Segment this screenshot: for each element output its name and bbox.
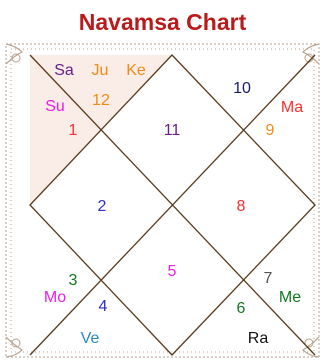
planet-me: Me	[279, 289, 301, 307]
house-10-number: 10	[233, 80, 251, 98]
planet-ma: Ma	[281, 99, 303, 117]
planet-ve: Ve	[81, 330, 100, 348]
house-7-number: 7	[264, 270, 273, 288]
chart-lines	[30, 55, 315, 355]
house-6-number: 6	[237, 300, 246, 318]
house-11-number: 11	[164, 122, 181, 140]
house-4-number: 4	[99, 298, 108, 316]
planet-ke: Ke	[126, 62, 146, 80]
house-9-number: 9	[266, 122, 275, 140]
house-1-number: 1	[69, 122, 78, 140]
planet-ju: Ju	[92, 62, 109, 80]
planet-su: Su	[45, 98, 65, 116]
planet-ra: Ra	[248, 330, 268, 348]
house-2-number: 2	[98, 198, 107, 216]
planet-sa: Sa	[54, 62, 74, 80]
house-12-number: 12	[92, 92, 110, 110]
house-8-number: 8	[237, 198, 246, 216]
house-3-number: 3	[69, 272, 78, 290]
house-5-number: 5	[168, 263, 177, 281]
planet-mo: Mo	[44, 289, 66, 307]
